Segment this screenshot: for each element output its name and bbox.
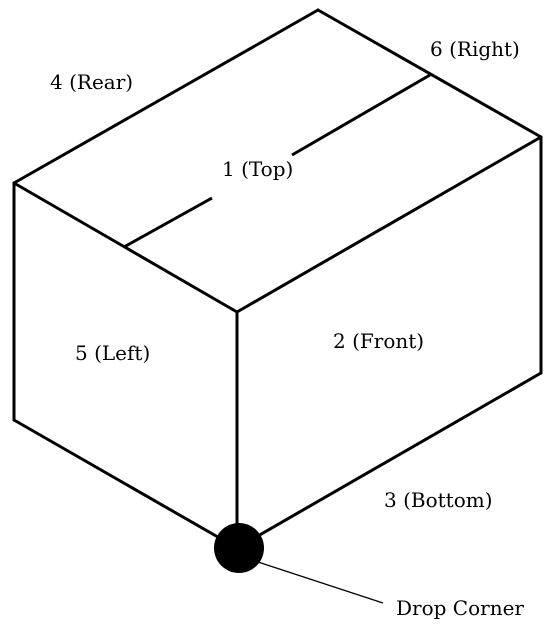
edge-rear-top-right <box>316 8 543 139</box>
label-drop-corner: Drop Corner <box>396 596 524 620</box>
label-front: 2 (Front) <box>333 329 424 353</box>
tape-seam <box>123 73 431 249</box>
label-left: 5 (Left) <box>75 341 150 365</box>
edge-bottom-left <box>12 418 239 550</box>
drop-corner-marker <box>214 523 264 573</box>
tape-seam-lower <box>123 196 213 249</box>
label-bottom: 3 (Bottom) <box>384 488 493 512</box>
edge-rear-top-left <box>12 8 320 185</box>
label-right: 6 (Right) <box>430 37 520 61</box>
edge-bottom-front <box>235 371 543 550</box>
label-rear: 4 (Rear) <box>50 70 133 94</box>
tape-seam-upper <box>291 73 431 157</box>
drop-corner-leader <box>251 559 384 604</box>
edge-top-front <box>235 135 543 314</box>
label-top: 1 (Top) <box>222 157 293 181</box>
box-edges <box>12 8 543 550</box>
